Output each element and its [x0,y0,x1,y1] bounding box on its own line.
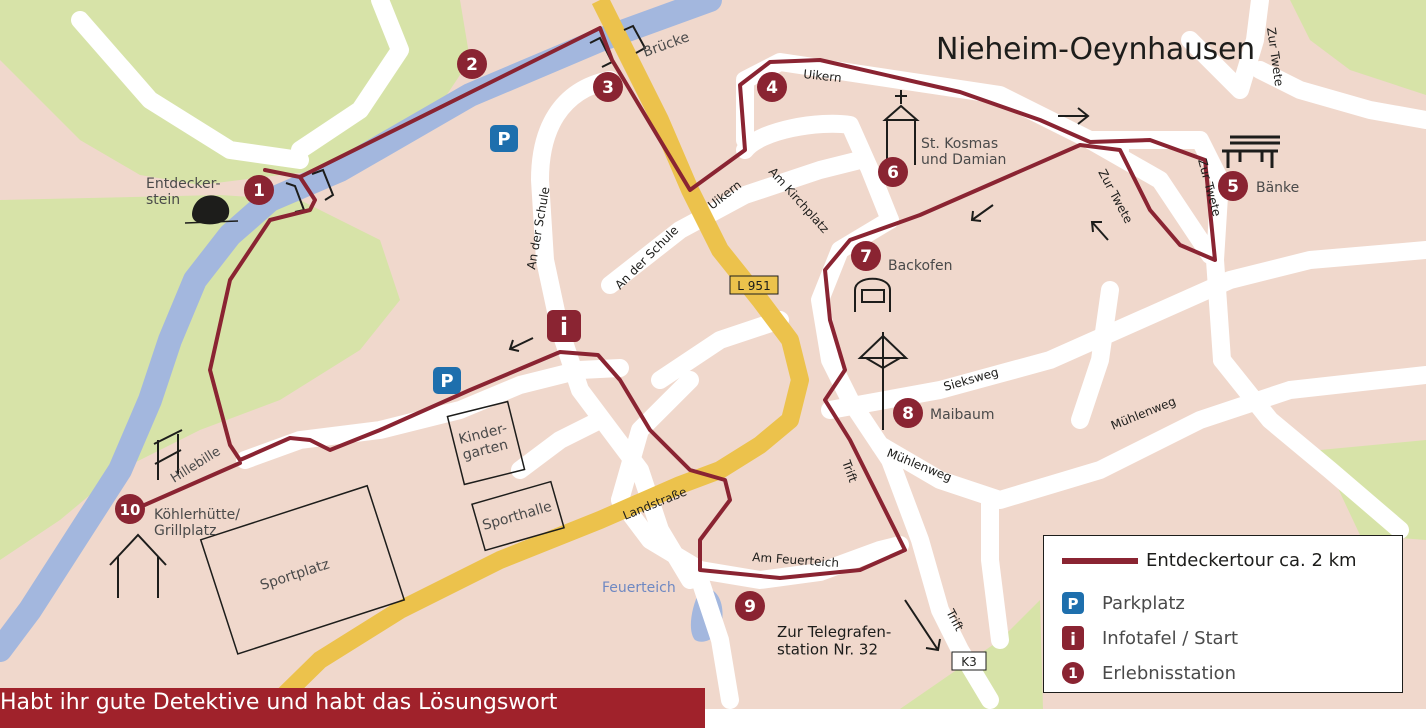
svg-text:6: 6 [887,163,899,183]
church-icon [882,90,920,165]
legend-route: Entdeckertour ca. 2 km [1062,550,1357,571]
station-10: 10 [115,494,145,524]
parking-icon: P [1062,592,1084,614]
label-telegraf: Zur Telegrafen-station Nr. 32 [777,623,891,658]
label-entdeckerstein-1: Entdecker-stein [146,176,221,208]
svg-text:3: 3 [602,78,614,98]
parking-1: P [490,125,518,152]
parking-2: P [433,367,461,394]
label-baenke: Bänke [1256,180,1299,196]
street-uikern-top: Uikern [803,67,843,85]
svg-text:i: i [1070,630,1076,650]
main-road-l951 [263,0,809,709]
oven-icon [854,277,891,312]
street-am-feuerteich: Am Feuerteich [752,550,840,570]
svg-text:i: i [560,313,568,341]
discovery-route [138,26,1217,580]
svg-text:1: 1 [253,181,265,201]
station-5: 5 [1218,171,1248,201]
svg-text:1: 1 [1068,666,1078,682]
label-koehlerhuette: Köhlerhütte/Grillplatz [154,507,240,539]
svg-text:9: 9 [744,597,756,617]
station-icon: 1 [1062,662,1084,684]
map-title: Nieheim-Oeynhausen [936,32,1255,67]
svg-text:L 951: L 951 [737,279,770,293]
legend-info: i Infotafel / Start [1062,626,1238,650]
svg-text:7: 7 [860,247,872,267]
bench-icon [1222,135,1280,168]
station-9: 9 [735,591,765,621]
hillebille-icon [153,429,183,480]
legend-station: 1 Erlebnisstation [1062,662,1236,684]
svg-text:4: 4 [766,78,778,98]
road-sign-k3: K3 [951,651,987,671]
station-6: 6 [878,157,908,187]
parking-markers: P P [433,125,518,394]
village-map: 1 2 3 4 5 6 7 8 9 10 i P P Entdecker-ste… [0,0,1426,709]
legend: Entdeckertour ca. 2 km P Parkplatz i Inf… [1043,535,1403,693]
svg-text:P: P [1068,595,1079,613]
svg-text:2: 2 [466,55,478,75]
svg-text:10: 10 [120,501,141,519]
info-icon: i [1062,626,1084,650]
station-7: 7 [851,241,881,271]
stone-icon [184,195,239,225]
kindergarten-building [446,400,526,486]
road-sign-l951: L 951 [729,275,779,295]
label-feuerteich: Feuerteich [602,580,676,596]
svg-text:P: P [497,129,510,150]
hut-icon [109,533,167,598]
svg-text:K3: K3 [961,655,977,669]
stream [0,0,722,662]
station-4: 4 [757,72,787,102]
info-marker: i [547,310,581,342]
station-3: 3 [593,72,623,102]
station-1: 1 [244,175,274,205]
sportplatz-field [199,484,406,655]
green-areas [0,0,1426,709]
direction-arrows [508,107,1109,652]
svg-text:5: 5 [1227,177,1239,197]
route-line-swatch [1062,557,1138,564]
label-maibaum: Maibaum [930,407,995,423]
svg-text:P: P [440,371,453,392]
station-markers: 1 2 3 4 5 6 7 8 9 10 [115,49,1248,621]
bottom-banner: Habt ihr gute Detektive und habt das Lös… [0,688,705,728]
label-backofen: Backofen [888,258,952,274]
station-2: 2 [457,49,487,79]
station-8: 8 [893,398,923,428]
legend-parking: P Parkplatz [1062,592,1185,614]
banner-text: Habt ihr gute Detektive und habt das Lös… [0,690,558,715]
maypole-icon [857,332,909,430]
svg-text:8: 8 [902,404,914,424]
sporthalle-building [471,480,565,552]
